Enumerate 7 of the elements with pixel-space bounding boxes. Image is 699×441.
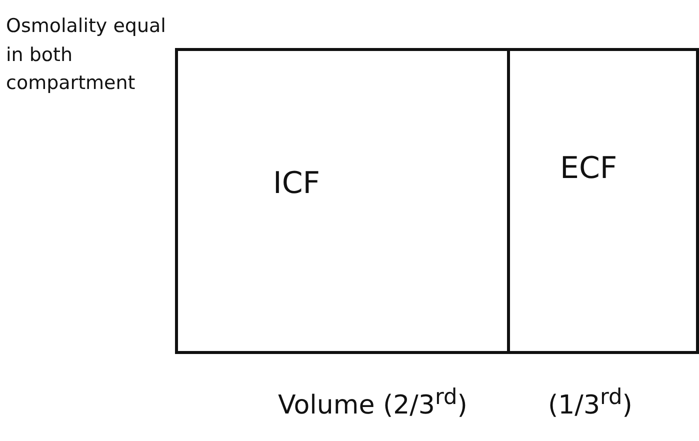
note-text: Osmolality equal in both compartment <box>6 14 167 96</box>
compartment-label: ICF <box>273 166 320 201</box>
compartment-label: ECF <box>560 151 618 186</box>
compartment-box <box>507 48 699 354</box>
compartment-box <box>175 48 510 354</box>
volume-caption: (1/3$^{rd}$) <box>548 385 632 421</box>
volume-caption: Volume (2/3$^{rd}$) <box>278 385 468 421</box>
